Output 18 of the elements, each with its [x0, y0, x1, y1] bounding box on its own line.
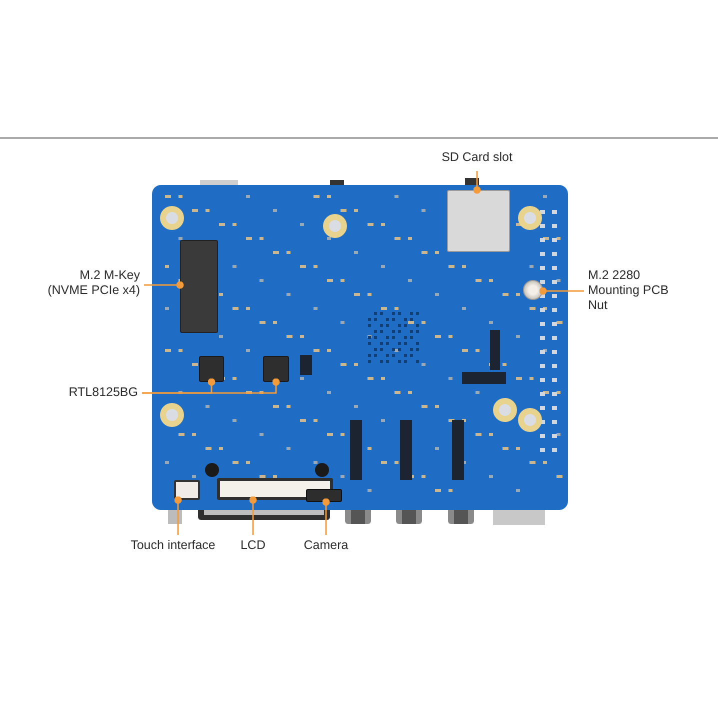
chip [263, 356, 289, 382]
leader-line [473, 171, 481, 194]
m2-slot [180, 240, 218, 333]
chip [199, 356, 224, 382]
leader-line [174, 496, 182, 535]
callout-label: LCD [232, 538, 274, 554]
callout-label: Touch interface [118, 538, 228, 554]
callout-label: Camera [298, 538, 354, 554]
leader-line [144, 281, 184, 289]
callout-label: SD Card slot [425, 150, 529, 168]
callout-label: RTL8125BG [54, 385, 138, 401]
callout-label: M.2 2280 Mounting PCB Nut [588, 268, 688, 314]
camera-connector [306, 489, 342, 502]
sd-card-slot [447, 190, 510, 252]
leader-line [539, 287, 584, 295]
callout-label: M.2 M-Key (NVME PCIe x4) [40, 268, 140, 302]
leader-line [142, 378, 280, 394]
ribbon-connector [174, 480, 200, 500]
